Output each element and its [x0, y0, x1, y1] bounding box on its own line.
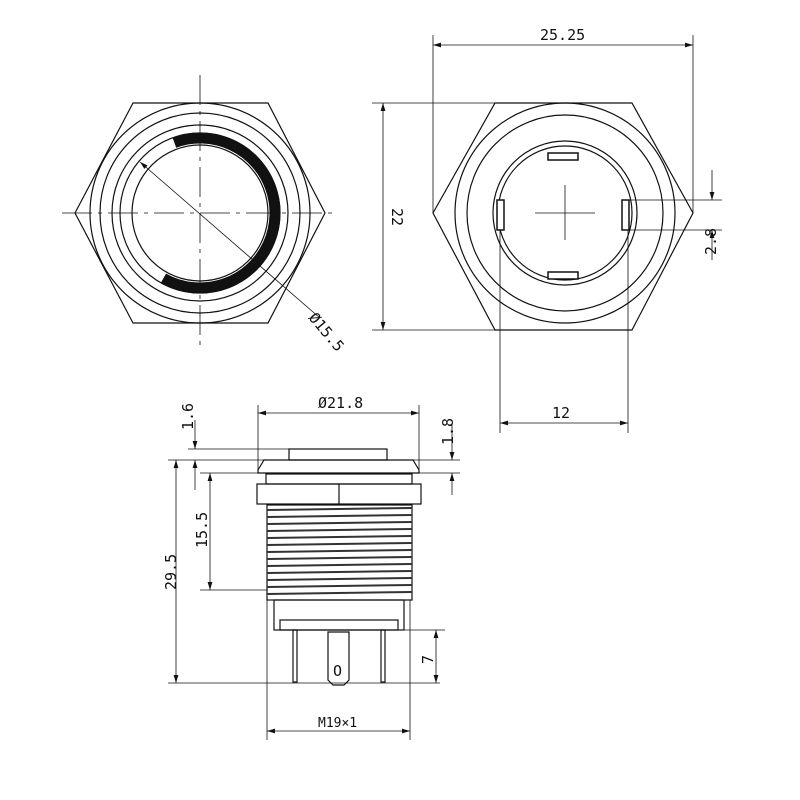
terminal-right	[380, 629, 386, 683]
pin-top	[547, 152, 579, 161]
terminal-left	[292, 629, 298, 683]
flange-label: 1.8	[439, 418, 457, 445]
thread	[266, 504, 413, 601]
rear-view: 25.25 22 2.8 12	[372, 26, 722, 433]
height-label: 22	[388, 208, 406, 226]
head-top-label: 1.6	[179, 403, 197, 430]
thread-spec-label: M19×1	[318, 716, 357, 731]
pin-offset-label: 2.8	[702, 228, 720, 255]
side-view: O Ø21.8 1.6 1.8 15.5 29.5 7 M19×1	[162, 394, 460, 740]
pin-spacing-label: 12	[552, 404, 570, 422]
thread-length-label: 15.5	[193, 512, 211, 548]
pin-label: O	[333, 662, 342, 680]
total-length-label: 29.5	[162, 554, 180, 590]
front-view: Ø15.5	[62, 75, 348, 355]
pin-right	[621, 199, 630, 231]
pin-bottom	[547, 271, 579, 280]
ring-diameter-label: Ø15.5	[305, 309, 348, 355]
pin-length-label: 7	[419, 655, 437, 664]
width-label: 25.25	[540, 26, 585, 44]
terminal-center	[327, 631, 350, 686]
led-ring	[119, 132, 281, 294]
pin-left	[496, 199, 505, 231]
head-diameter-label: Ø21.8	[318, 394, 363, 412]
